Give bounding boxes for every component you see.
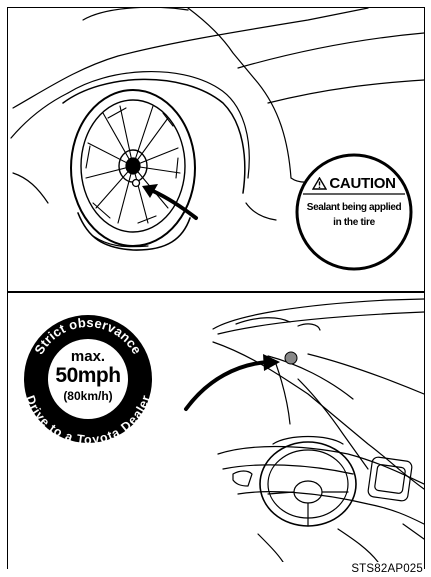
panel-divider (7, 291, 425, 293)
caution-title: CAUTION (329, 175, 395, 192)
caution-line-1: Sealant being applied (298, 202, 410, 213)
sticker-speed: 50mph (38, 364, 138, 388)
warning-triangle-icon (312, 177, 327, 190)
tire-illustration-panel: CAUTION Sealant being applied in the tir… (8, 8, 424, 290)
caution-sticker-title: CAUTION (308, 174, 400, 192)
interior-illustration-panel: Strict observance Drive to a Toyota Deal… (8, 294, 424, 562)
caution-line-2: in the tire (298, 217, 410, 228)
figure-code: STS82AP025 (351, 563, 423, 575)
sticker-max-label: max. (48, 348, 128, 365)
tire-illustration (8, 8, 424, 290)
sticker-speed-metric: (80km/h) (43, 389, 133, 403)
sticker-location-marker (285, 352, 297, 364)
interior-illustration: Strict observance Drive to a Toyota Deal… (8, 294, 424, 562)
